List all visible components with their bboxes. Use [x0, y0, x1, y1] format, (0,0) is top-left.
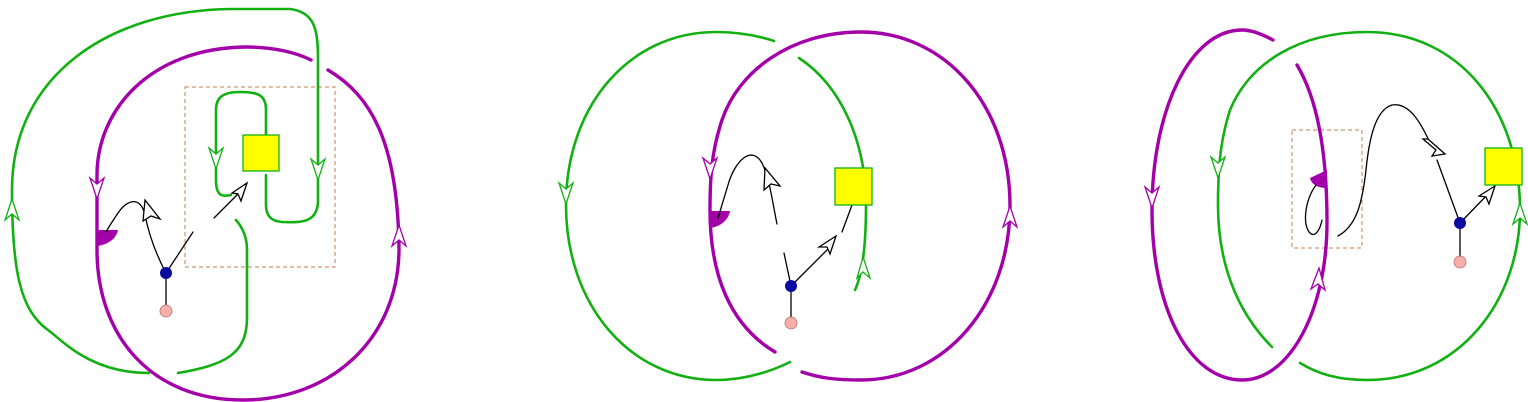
vertex-dot — [160, 267, 172, 279]
green-strand-main — [1216, 30, 1522, 382]
green-strand-loop — [214, 90, 268, 198]
magenta-arrow-left — [88, 175, 106, 202]
black-arrow-right — [230, 181, 249, 203]
vertex-dot — [785, 280, 797, 292]
boundary-marker — [1310, 170, 1327, 188]
magenta-strand-upper — [1150, 28, 1329, 382]
green-arrow-left — [1209, 154, 1227, 181]
panel-left — [3, 7, 408, 402]
black-strand-down — [1436, 159, 1461, 224]
magenta-arrow-right — [390, 222, 408, 249]
black-arrow-left — [763, 166, 782, 192]
magenta-arrow-right — [1309, 265, 1327, 292]
black-arrow-right — [1477, 184, 1497, 206]
black-arrow-left — [142, 198, 162, 223]
black-strand-left — [717, 154, 778, 225]
magenta-arrow-left — [1143, 184, 1161, 211]
green-strand-outer — [10, 7, 320, 375]
boundary-marker — [710, 211, 730, 228]
green-strand-inner — [176, 218, 249, 375]
panel-middle — [557, 30, 1019, 382]
yellow-coupon-box — [242, 134, 280, 172]
green-strand-main — [564, 30, 792, 382]
endpoint-dot — [1453, 255, 1467, 269]
green-arrow-inner-loop — [207, 145, 225, 172]
black-strand-arrow — [790, 244, 833, 287]
endpoint-dot — [159, 304, 173, 318]
yellow-coupon-box — [834, 167, 873, 206]
green-arrow-right — [855, 254, 872, 281]
vertex-dot — [1454, 217, 1466, 229]
dashed-region-box — [184, 86, 336, 268]
black-strand-box — [841, 204, 853, 233]
black-strand-tall — [1337, 104, 1432, 237]
yellow-coupon-box — [1484, 147, 1523, 186]
green-arrow-right — [1511, 200, 1528, 227]
magenta-arrow-right — [1001, 203, 1019, 230]
magenta-strand — [95, 45, 401, 402]
boundary-marker — [97, 230, 118, 246]
black-arrow-right — [816, 234, 838, 256]
dashed-region-box — [1291, 129, 1363, 249]
green-arrow-inner-right — [309, 156, 327, 183]
black-strand-left — [105, 200, 167, 274]
green-arrow-left — [3, 196, 21, 223]
endpoint-dot — [784, 316, 798, 330]
green-arrow-left — [557, 180, 575, 207]
magenta-strand-main — [708, 30, 1012, 382]
black-strand-upper — [165, 231, 194, 274]
black-arrow-up — [1421, 138, 1447, 157]
panel-right — [1143, 28, 1528, 382]
black-strand-inner — [1304, 184, 1323, 236]
magenta-arrow-left — [701, 155, 719, 182]
